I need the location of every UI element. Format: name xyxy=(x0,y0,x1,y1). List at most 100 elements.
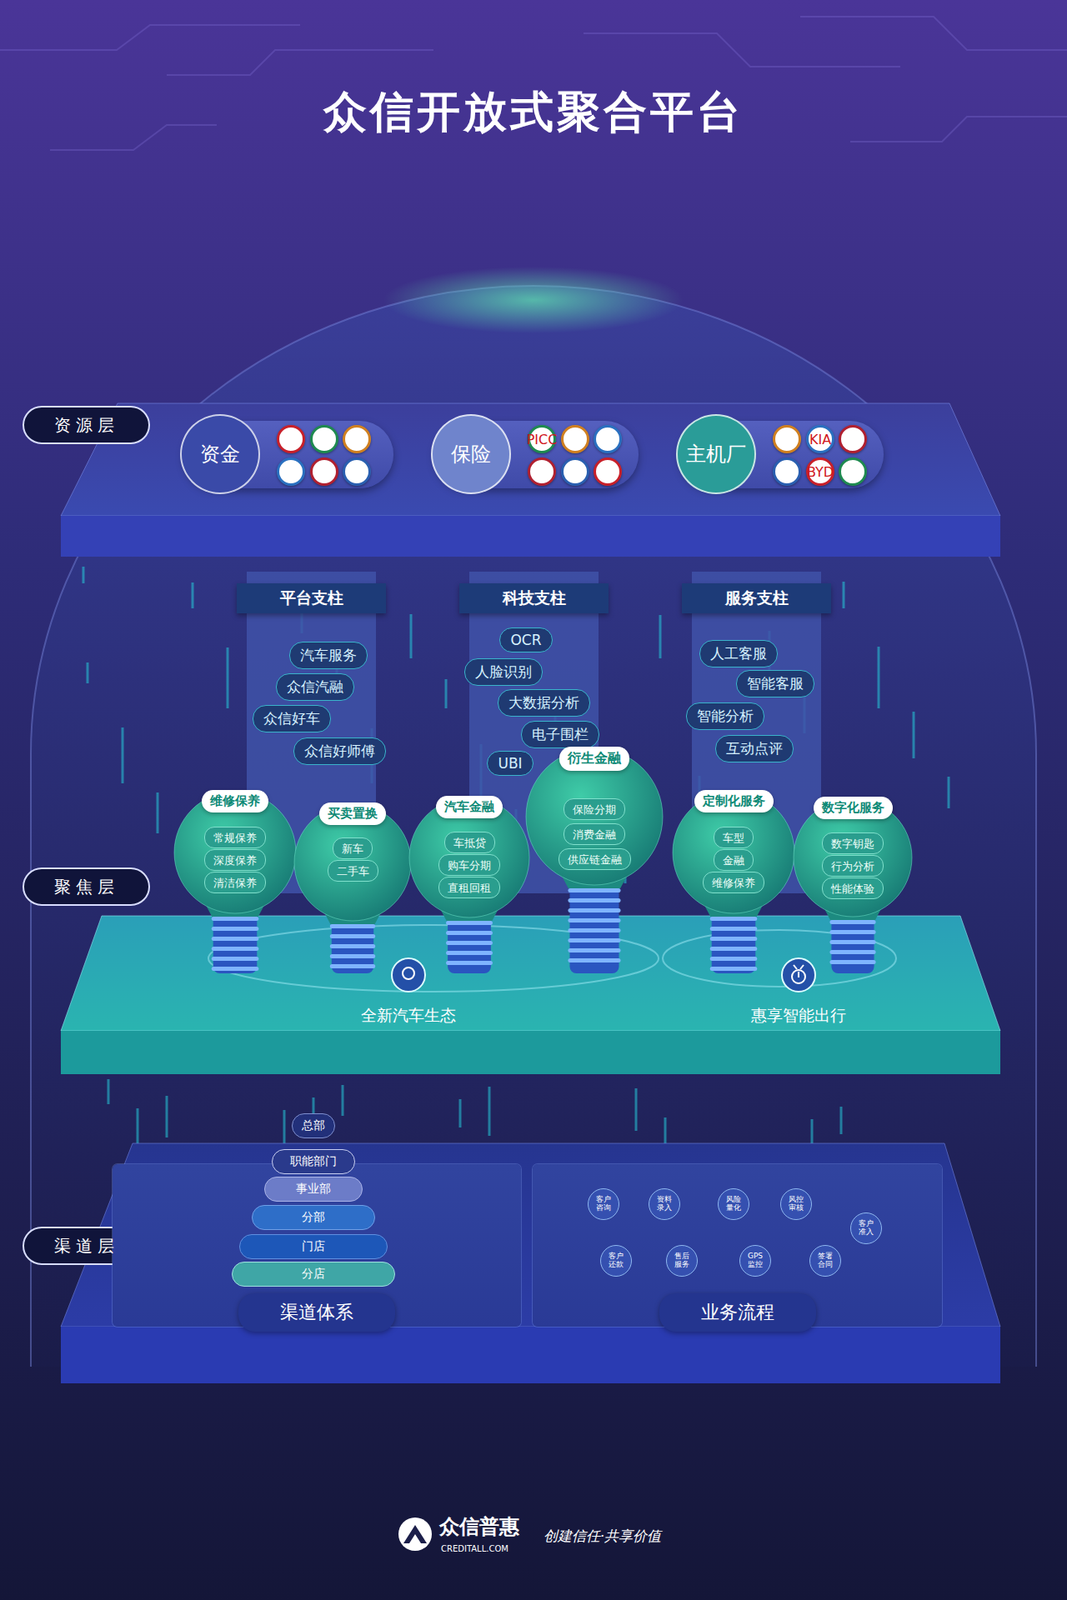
item-text: 保险分期 xyxy=(572,803,617,817)
footer-text: 众信普惠 xyxy=(439,1513,520,1541)
item-text: 车抵贷 xyxy=(453,836,486,850)
bulb-node: 数字化服务数字钥匙行为分析性能体验 xyxy=(788,793,917,977)
platform-label: 全新汽车生态 xyxy=(360,1005,456,1027)
bulb-item: 维修保养 xyxy=(702,871,765,894)
panel-node: 业务流程客户咨询资料录入风险量化风控审核客户准入签署合同GPS监控售后服务客户还… xyxy=(532,1164,942,1328)
bulb-shape xyxy=(289,799,416,977)
bulb-item: 行为分析 xyxy=(821,855,884,877)
logo-badge xyxy=(593,425,622,454)
panel-node: 渠道体系总部职能部门事业部分部门店分店 xyxy=(112,1164,521,1328)
bulb-heading: 数字化服务 xyxy=(813,796,893,820)
item-text: 消费金融 xyxy=(572,828,617,842)
flow-node: 客户还款 xyxy=(600,1245,632,1278)
rain-line xyxy=(82,566,86,584)
bulb-heading: 汽车金融 xyxy=(435,796,503,819)
logo-badge xyxy=(276,457,306,486)
flow-node: 客户咨询 xyxy=(587,1188,620,1221)
socket-ridge xyxy=(330,964,376,969)
flow-node: 风险量化 xyxy=(717,1188,750,1221)
socket-ridge xyxy=(710,936,758,942)
bulb-item: 清洁保养 xyxy=(204,871,266,894)
logo-badge xyxy=(772,457,802,486)
tier-text: 门店 xyxy=(301,1239,326,1255)
bulb-node: 定制化服务车型金融维修保养 xyxy=(667,786,800,977)
logo-badge xyxy=(310,457,339,486)
flow-step-text: 售后服务 xyxy=(673,1252,691,1270)
logo-badge xyxy=(593,457,622,486)
bulb-node: 汽车金融车抵贷购车分期直租回租 xyxy=(404,792,535,977)
pi-node: OCR xyxy=(499,627,552,653)
logo-badge xyxy=(342,457,371,486)
pi-node: UBI xyxy=(486,751,533,777)
bulb-item: 深度保养 xyxy=(204,849,266,872)
socket-ridge xyxy=(445,931,493,936)
socket-ridge xyxy=(211,946,260,952)
bulb-item: 数字钥匙 xyxy=(821,832,884,855)
rain-line xyxy=(947,776,951,809)
pi-node: 智能客服 xyxy=(736,670,815,698)
item-text: 人工客服 xyxy=(710,645,767,662)
item-text: 新车 xyxy=(341,842,364,856)
item-text: UBI xyxy=(497,755,522,772)
socket-ridge xyxy=(829,940,876,945)
item-text: 电子围栏 xyxy=(531,726,589,743)
item-text: 直租回租 xyxy=(447,881,491,895)
bulb-item: 消费金融 xyxy=(563,823,626,846)
socket-ridge xyxy=(445,961,493,966)
pyr-node: 事业部 xyxy=(264,1177,363,1203)
rain-line xyxy=(912,711,916,759)
layer-label: 聚焦层 xyxy=(54,876,120,899)
pyr-node: 分部 xyxy=(251,1205,376,1231)
item-text: 互动点评 xyxy=(726,740,783,757)
pi-node: 众信好师傅 xyxy=(293,737,386,766)
socket-ridge xyxy=(567,918,621,923)
rain-line xyxy=(341,1085,345,1117)
pi-node: 互动点评 xyxy=(715,735,794,763)
flow-node: GPS监控 xyxy=(739,1245,772,1278)
platform-label: 惠享智能出行 xyxy=(751,1005,847,1027)
socket-ridge xyxy=(567,908,621,913)
socket-ridge xyxy=(445,921,493,926)
rain-line xyxy=(410,614,413,659)
pyr-node: 总部 xyxy=(291,1113,336,1139)
socket-ridge xyxy=(829,920,876,925)
pyr-node: 门店 xyxy=(239,1234,388,1260)
side-node: 资源层 xyxy=(22,405,151,445)
item-text: 智能客服 xyxy=(746,675,804,692)
rain-line xyxy=(445,679,448,709)
logo-badge xyxy=(561,425,590,454)
logo-text: BYD xyxy=(806,464,834,481)
item-text: 众信好师傅 xyxy=(304,742,376,760)
diagram-title: 众信开放式聚合平台 xyxy=(323,83,744,142)
socket-ridge xyxy=(567,888,621,893)
rain-line xyxy=(488,1087,491,1137)
rain-line xyxy=(165,1096,169,1138)
logo-badge xyxy=(342,425,371,454)
pi-node: 人工客服 xyxy=(699,640,778,668)
pyr-node: 分店 xyxy=(231,1262,396,1288)
item-text: 常规保养 xyxy=(213,831,257,845)
rain-line xyxy=(107,1079,111,1105)
pi-node: 人脸识别 xyxy=(464,658,543,687)
socket-ridge xyxy=(330,934,376,939)
logo-badge xyxy=(527,457,557,486)
pi-node: 智能分析 xyxy=(686,702,765,731)
logo-badge xyxy=(276,425,306,454)
group-circle: 主机厂 xyxy=(676,414,757,495)
bulb-item: 保险分期 xyxy=(563,798,626,821)
flow-node: 签署合同 xyxy=(809,1245,842,1278)
bulb-item: 车型 xyxy=(713,826,754,849)
group-node: 保险PICC xyxy=(434,420,639,489)
panel-title: 业务流程 xyxy=(659,1293,817,1333)
tier-text: 分店 xyxy=(301,1267,326,1283)
pi-node: 电子围栏 xyxy=(520,721,600,749)
logo-badge xyxy=(838,457,867,486)
tier-text: 事业部 xyxy=(295,1182,331,1198)
tier-text: 职能部门 xyxy=(290,1154,337,1170)
bulb-item: 直租回租 xyxy=(438,876,501,899)
logo-badge xyxy=(561,457,590,486)
pillar-header: 平台支柱 xyxy=(236,583,386,614)
bulb-item: 购车分期 xyxy=(438,854,501,877)
side-node: 聚焦层 xyxy=(22,867,151,907)
